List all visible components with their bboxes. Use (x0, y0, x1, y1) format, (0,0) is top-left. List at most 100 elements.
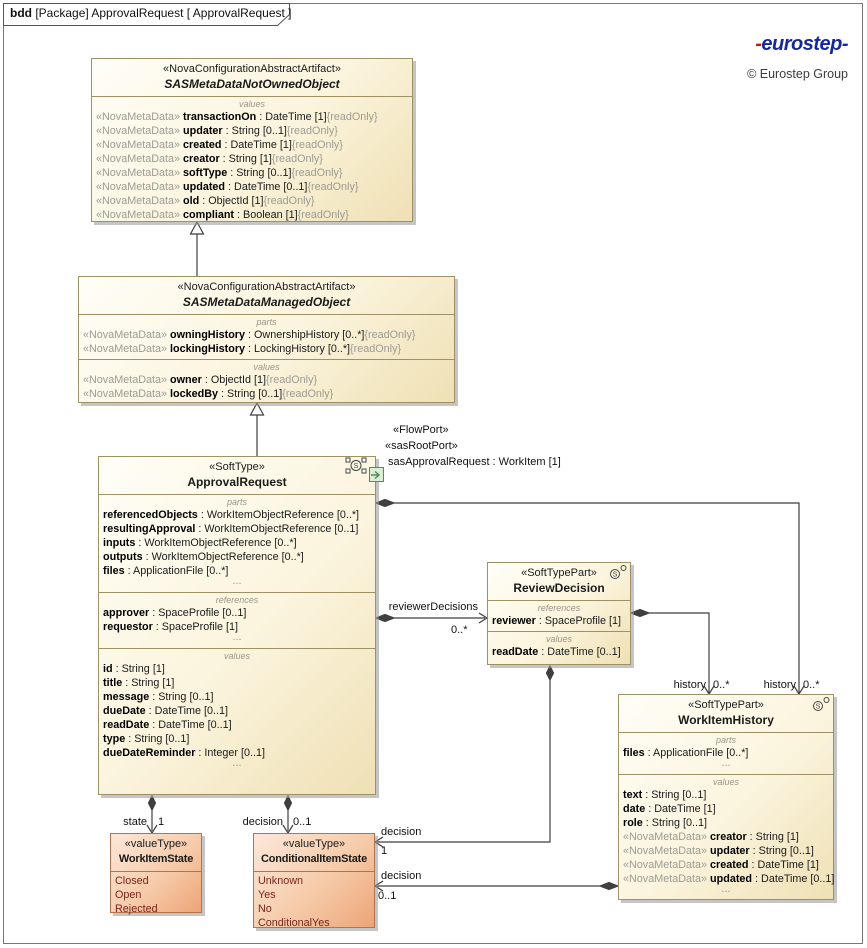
attribute-row: inputs : WorkItemObjectReference [0..*] (103, 537, 297, 549)
compartment-label: references (215, 595, 259, 605)
attribute-row: «NovaMetaData» transactionOn : DateTime … (96, 111, 378, 123)
edge-mult-decision-from-approval: 0..1 (293, 816, 312, 828)
attribute-row: «NovaMetaData» updater : String [0..1] (623, 845, 814, 857)
class-box-workitemhistory[interactable]: «SoftTypePart» WorkItemHistory parts fil… (618, 694, 834, 900)
class-header: «NovaConfigurationAbstractArtifact» SASM… (92, 59, 412, 96)
class-name: ConditionalItemState (260, 853, 367, 865)
logo-right-dash: - (841, 33, 849, 55)
edge-mult-decision-from-review: 1 (381, 845, 388, 857)
enum-literal: No (258, 903, 272, 915)
enum-literal: Open (115, 889, 142, 901)
tab-title: [Package] ApprovalRequest [ ApprovalRequ… (32, 6, 292, 20)
flow-port[interactable] (369, 467, 384, 482)
compartment-values: values readDate : DateTime [0..1] (488, 631, 630, 662)
compartment-label: values (712, 777, 739, 787)
attribute-row: approver : SpaceProfile [0..1] (103, 607, 247, 619)
composition-diamond-icon (598, 881, 620, 891)
ellipsis-row: ... (232, 575, 242, 587)
class-box-sasmetadatanotownedobject[interactable]: «NovaConfigurationAbstractArtifact» SASM… (91, 58, 413, 222)
edge-mult-decision-from-history: 0..1 (378, 890, 397, 902)
attribute-row: readDate : DateTime [0..1] (103, 719, 232, 731)
class-name: ApprovalRequest (187, 475, 287, 489)
ellipsis-row: ... (721, 883, 731, 895)
attribute-row: «NovaMetaData» created : DateTime [1] (623, 859, 819, 871)
compartment-label: values (545, 634, 572, 644)
attribute-row: «NovaMetaData» lockedBy : String [0..1]{… (83, 388, 334, 400)
compartment-references: references approver : SpaceProfile [0..1… (99, 592, 375, 648)
class-name: SASMetaDataNotOwnedObject (164, 77, 340, 91)
class-stereotype: «NovaConfigurationAbstractArtifact» (177, 281, 356, 293)
compartment-parts: parts «NovaMetaData» owningHistory : Own… (79, 314, 454, 359)
port-stereotype-sasrootport: «sasRootPort» (385, 440, 458, 452)
ellipsis-row: ... (721, 757, 731, 769)
attribute-row: «NovaMetaData» owner : ObjectId [1]{read… (83, 374, 318, 386)
class-name: WorkItemState (118, 853, 194, 865)
compartment-label: parts (715, 735, 736, 745)
enum-literal: Yes (258, 889, 276, 901)
edge-label-reviewer-decisions: reviewerDecisions (388, 601, 478, 613)
composition-diamond-icon (374, 498, 396, 508)
logo-wordmark: eurostep (761, 33, 842, 55)
composition-diamond-icon (147, 794, 157, 812)
edge-label-history-from-review: history (673, 679, 706, 691)
enum-literal: ConditionalYes (258, 917, 330, 929)
port-label: sasApprovalRequest : WorkItem [1] (388, 456, 561, 468)
class-stereotype: «valueType» (124, 838, 188, 850)
attribute-row: «NovaMetaData» creator : String [1]{read… (96, 153, 323, 165)
enum-literal: Unknown (258, 875, 304, 887)
attribute-row: outputs : WorkItemObjectReference [0..*] (103, 551, 304, 563)
class-box-sasmetadatamanagedobject[interactable]: «NovaConfigurationAbstractArtifact» SASM… (78, 276, 455, 403)
open-arrow-icon (146, 824, 158, 835)
class-box-approvalrequest[interactable]: «SoftType» ApprovalRequest parts referen… (98, 456, 376, 795)
attribute-row: «NovaMetaData» old : ObjectId [1]{readOn… (96, 195, 315, 207)
copyright-text: © Eurostep Group (747, 67, 848, 81)
svg-text:S: S (613, 572, 618, 579)
attribute-row: readDate : DateTime [0..1] (492, 646, 621, 658)
class-stereotype: «SoftTypePart» (688, 699, 764, 711)
edge-label-decision-from-history: decision (381, 870, 422, 882)
composition-diamond-icon (374, 613, 396, 623)
compartment-values: values id : String [1]title : String [1]… (99, 648, 375, 774)
ellipsis-row: ... (232, 757, 242, 769)
tab-keyword: bdd (10, 6, 32, 20)
class-header: «NovaConfigurationAbstractArtifact» SASM… (79, 277, 454, 314)
class-header: «valueType» WorkItemState (111, 834, 201, 871)
edge-mult-history-from-review: 0..* (713, 679, 730, 691)
attribute-row: «NovaMetaData» compliant : Boolean [1]{r… (96, 209, 349, 221)
compartment-label: values (238, 99, 265, 109)
edge-label-decision-from-approval: decision (242, 816, 283, 828)
softtypepart-icon: S (813, 697, 830, 711)
softtypepart-icon: S (610, 565, 627, 579)
attribute-row: text : String [0..1] (623, 789, 707, 801)
edge-decision-from-review[interactable] (377, 680, 551, 843)
attribute-row: «NovaMetaData» owningHistory : Ownership… (83, 329, 416, 341)
ellipsis-row: ... (232, 631, 242, 643)
attribute-row: date : DateTime [1] (623, 803, 716, 815)
compartment-parts: parts referencedObjects : WorkItemObject… (99, 494, 375, 592)
flow-port-arrow-icon (371, 470, 381, 480)
edge-mult-state: 1 (158, 816, 165, 828)
attribute-row: reviewer : SpaceProfile [1] (492, 615, 622, 627)
compartment-references: references reviewer : SpaceProfile [1] (488, 600, 630, 631)
edge-label-decision-from-review: decision (381, 826, 422, 838)
attribute-row: «NovaMetaData» created : DateTime [1]{re… (96, 139, 343, 151)
class-stereotype: «valueType» (282, 838, 346, 850)
class-header: «SoftType» ApprovalRequest (99, 457, 375, 494)
class-box-conditionalitemstate[interactable]: «valueType» ConditionalItemState Unknown… (253, 833, 375, 929)
class-name: SASMetaDataManagedObject (182, 295, 351, 309)
attribute-row: type : String [0..1] (103, 733, 190, 745)
attribute-row: «NovaMetaData» updated : DateTime [0..1]… (96, 181, 359, 193)
svg-text:S: S (816, 704, 821, 711)
eurostep-logo: -eurostep- (755, 33, 848, 56)
compartment-values: values text : String [0..1] date : DateTi… (619, 774, 834, 900)
port-stereotype-flowport: «FlowPort» (393, 424, 449, 436)
diagram-tab-label: bdd [Package] ApprovalRequest [ Approval… (10, 6, 292, 20)
compartment-label: values (223, 651, 250, 661)
composition-diamond-icon (283, 794, 293, 812)
class-name: WorkItemHistory (678, 713, 774, 727)
compartment-label: parts (226, 497, 247, 507)
